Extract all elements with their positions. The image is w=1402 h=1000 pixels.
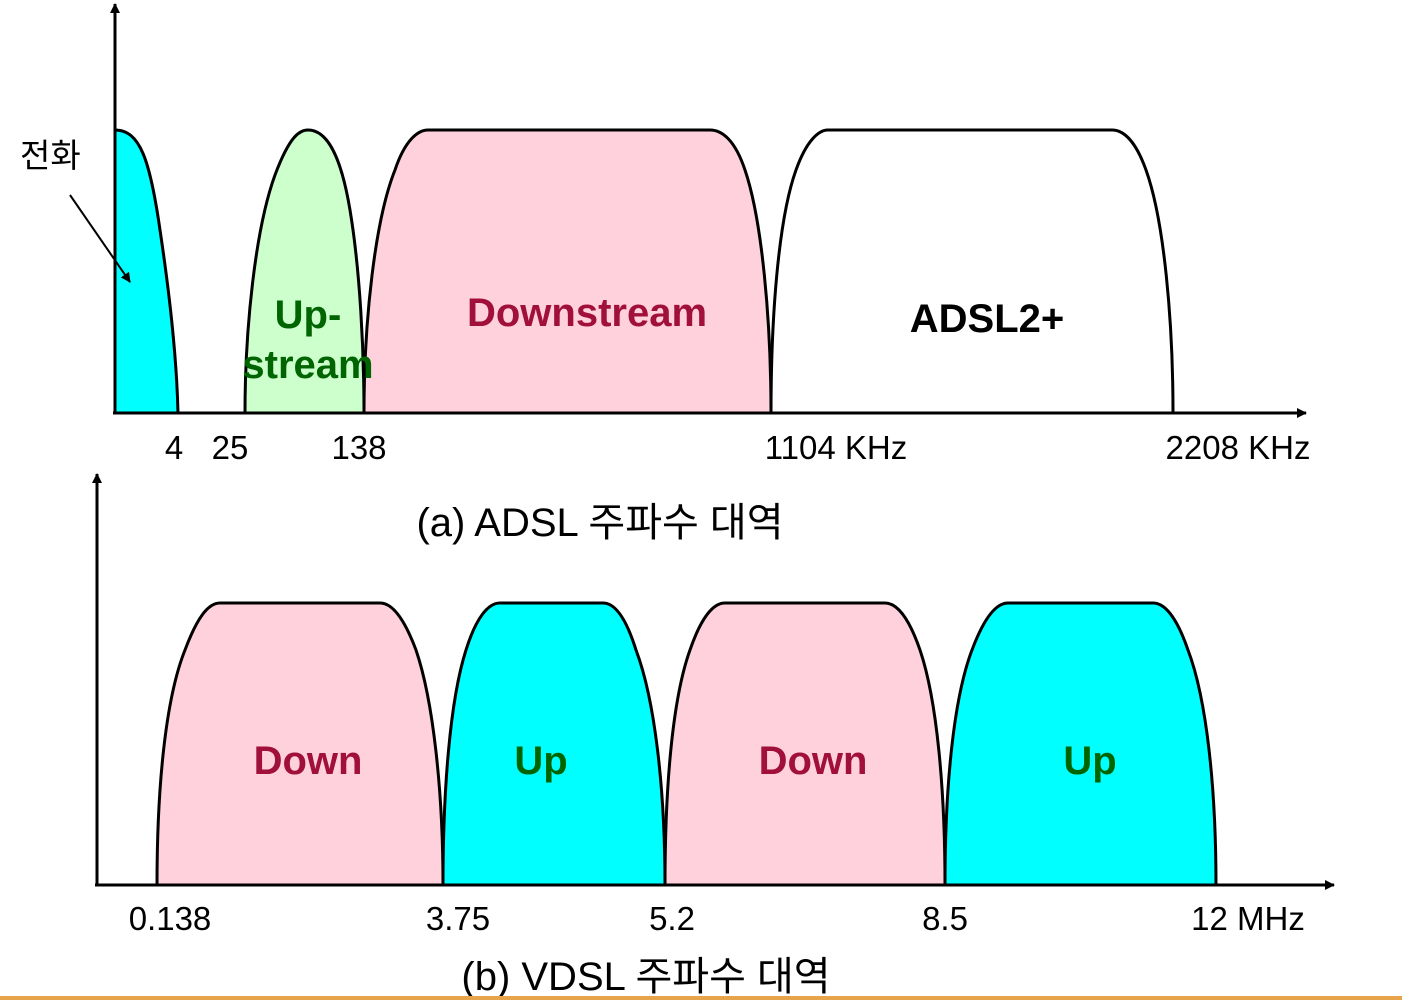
adsl-band-phone [113, 128, 180, 415]
vdsl-up-1-label: Up [514, 739, 567, 783]
vdsl-tick-375: 3.75 [426, 900, 490, 937]
vdsl-tick-12: 12 MHz [1191, 900, 1305, 937]
vdsl-up-2-label: Up [1063, 739, 1116, 783]
downstream-label: Downstream [467, 291, 707, 335]
adsl-caption: (a) ADSL 주파수 대역 [416, 501, 783, 545]
vdsl-tick-85: 8.5 [922, 900, 968, 937]
adsl-tick-25: 25 [212, 429, 249, 466]
phone-label: 전화 [20, 137, 81, 174]
adsl2plus-label: ADSL2+ [910, 297, 1065, 341]
vdsl-band-up-1 [441, 601, 667, 887]
vdsl-tick-0138: 0.138 [129, 900, 212, 937]
vdsl-band-down-2 [663, 601, 947, 887]
vdsl-band-up-2 [943, 601, 1218, 887]
upstream-label-line2: stream [242, 343, 373, 387]
vdsl-down-2-label: Down [759, 739, 868, 783]
adsl-band-downstream [362, 128, 773, 415]
adsl-tick-4: 4 [165, 429, 183, 466]
adsl-tick-138: 138 [331, 429, 386, 466]
vdsl-caption: (b) VDSL 주파수 대역 [461, 955, 830, 999]
adsl-panel: 전화 Up- stream Downstream ADSL2+ 4 25 138… [20, 3, 1311, 545]
adsl-tick-2208: 2208 KHz [1166, 429, 1311, 466]
vdsl-panel: Down Up Down Up 0.138 3.75 5.2 8.5 12 MH… [92, 473, 1335, 999]
vdsl-tick-52: 5.2 [649, 900, 695, 937]
slide-bottom-rule [0, 996, 1402, 1000]
adsl-band-upstream [243, 128, 366, 415]
phone-callout-arrow [69, 194, 131, 283]
vdsl-band-down-1 [155, 601, 445, 887]
adsl-band-adsl2plus [769, 128, 1175, 415]
upstream-label-line1: Up- [275, 293, 342, 337]
adsl-tick-1104: 1104 KHz [765, 429, 907, 466]
vdsl-down-1-label: Down [254, 739, 363, 783]
